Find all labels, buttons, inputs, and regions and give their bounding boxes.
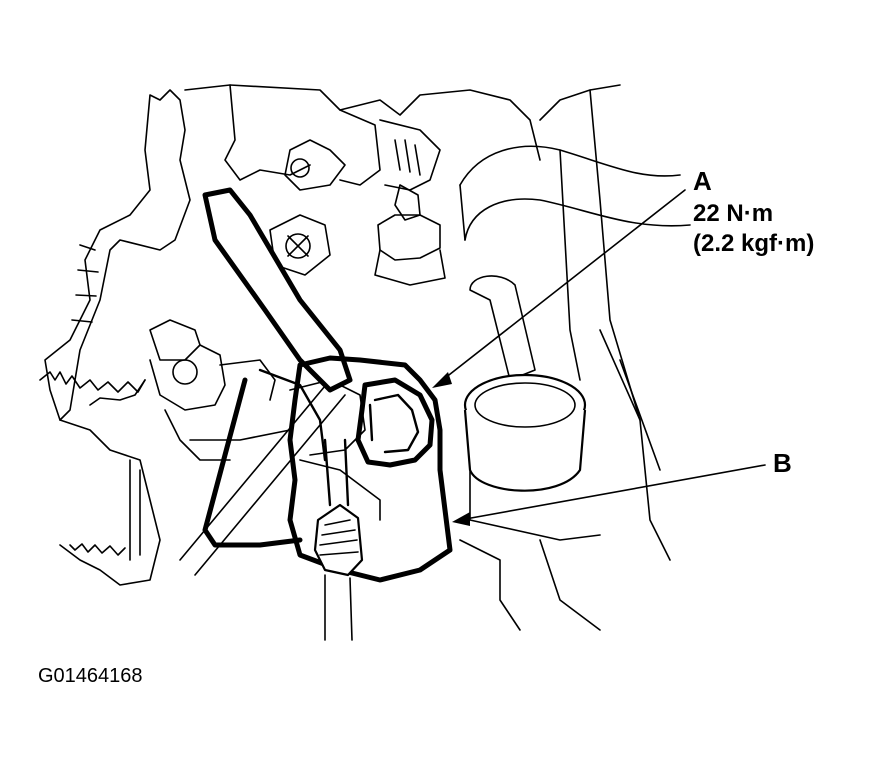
shift-cable bbox=[313, 438, 364, 641]
callout-a-torque-kgf: (2.2 kgf·m) bbox=[693, 230, 814, 257]
figure-id: G01464168 bbox=[38, 665, 143, 687]
shift-lever bbox=[202, 187, 353, 393]
leader-line-a bbox=[439, 189, 686, 383]
transmission-housing bbox=[39, 89, 191, 586]
arrowhead-a bbox=[432, 372, 452, 388]
hydraulic-cylinder bbox=[463, 275, 601, 541]
callout-b-letter: B bbox=[773, 448, 792, 478]
callout-a-letter: A bbox=[693, 166, 712, 196]
arrowhead-b bbox=[452, 512, 470, 526]
frame-lines bbox=[459, 329, 661, 631]
callout-a-torque-nm: 22 N·m bbox=[693, 200, 773, 227]
upper-bracket bbox=[184, 84, 541, 286]
leader-line-b bbox=[459, 464, 766, 521]
shift-boot-cover bbox=[202, 355, 453, 583]
cable-retainer bbox=[355, 377, 435, 468]
coolant-hose bbox=[459, 84, 691, 561]
shift-linkage bbox=[149, 319, 291, 461]
